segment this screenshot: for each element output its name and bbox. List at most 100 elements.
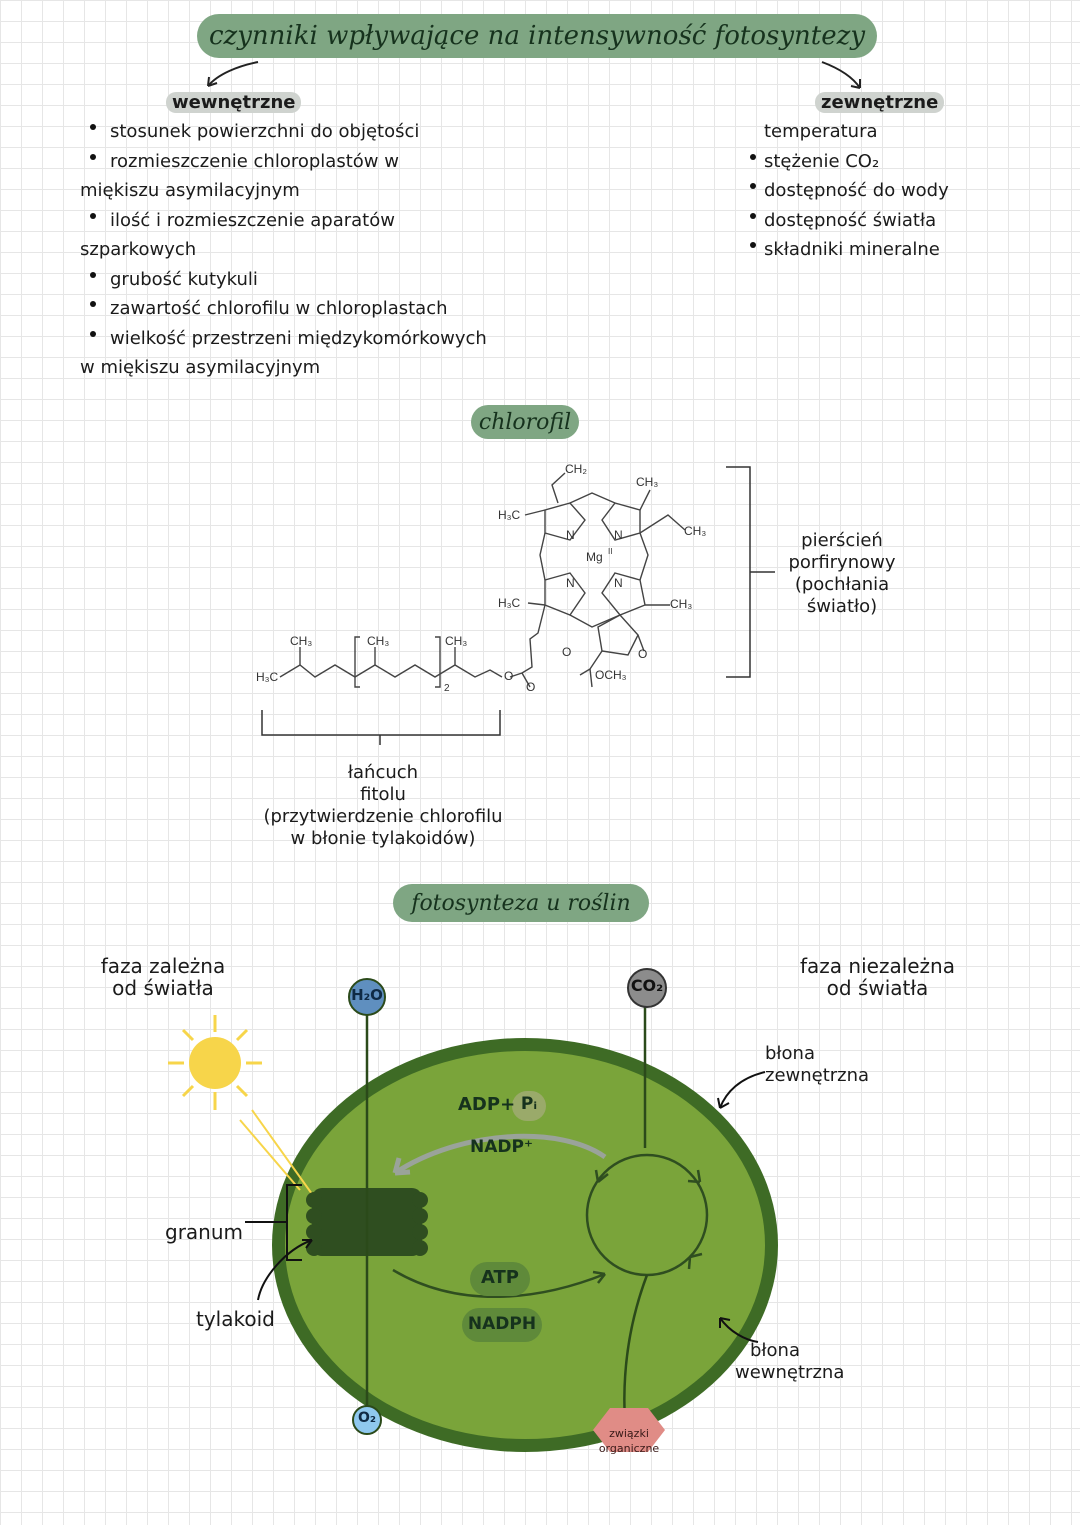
internal-item: w miękiszu asymilacyjnym	[80, 357, 321, 378]
formula-och3: OCH₃	[595, 668, 627, 682]
phytol-chain	[279, 664, 503, 678]
atp-bubble	[470, 1262, 530, 1296]
organic-compounds-shape	[593, 1408, 665, 1452]
internal-item: stosunek powierzchni do objętości	[80, 117, 487, 147]
photosynthesis-title-text: fotosynteza u roślin	[411, 890, 631, 916]
outer-membrane-label: błona zewnętrzna	[765, 1043, 869, 1087]
external-item: składniki mineralne	[740, 235, 949, 265]
pyrrole-ring-d	[544, 572, 586, 616]
formula-h3c: H₃C	[498, 508, 521, 522]
pi-bubble	[512, 1091, 546, 1121]
organic-line: związki	[609, 1427, 649, 1440]
internal-factors-list: stosunek powierzchni do objętości rozmie…	[80, 117, 487, 383]
formula-n: N	[614, 576, 623, 590]
arrow-to-internal	[207, 61, 259, 87]
arrow-to-external	[821, 61, 861, 89]
chlorophyll-title: chlorofil	[471, 405, 579, 439]
external-item: dostępność do wody	[740, 176, 949, 206]
atp-label: ATP	[480, 1267, 519, 1288]
formula-h3c: H₃C	[498, 596, 521, 610]
formula-h3c: H₃C	[256, 670, 279, 684]
cyclopentanone	[597, 614, 639, 656]
ring-label-line: (pochłania światło)	[794, 574, 890, 617]
organic-compounds-label: związki organiczne	[593, 1426, 665, 1456]
formula-ch3: CH₃	[684, 524, 706, 538]
chain-label-line: (przytwierdzenie chlorofilu	[263, 806, 503, 827]
title-arrows	[207, 61, 861, 89]
phytol-bracket	[261, 710, 501, 745]
formula-o: O	[638, 647, 647, 661]
external-factors-list: temperatura stężenie CO₂ dostępność do w…	[740, 117, 949, 265]
formula-ch3: CH₃	[367, 634, 389, 648]
formula-ch3: CH₃	[290, 634, 312, 648]
internal-item: wielkość przestrzeni międzykomórkowych	[80, 324, 487, 354]
internal-item: rozmieszczenie chloroplastów w	[80, 147, 487, 177]
formula-mg-charge: II	[608, 547, 612, 556]
chain-label-line: w błonie tylakoidów)	[290, 828, 476, 849]
light-phase-label: faza zależna od światła	[88, 955, 238, 999]
adp-label: ADP+	[458, 1094, 516, 1115]
macrocycle	[539, 492, 649, 628]
chlorophyll-structure: CH₂ CH₃ CH₃ CH₃ H₃C H₃C N N N N Mg II O …	[256, 462, 775, 745]
nadp-label: NADP⁺	[470, 1137, 533, 1157]
internal-item: grubość kutykuli	[80, 265, 487, 295]
light-phase-line: od światła	[112, 976, 214, 1000]
inner-membrane-line: wewnętrzna	[735, 1362, 845, 1383]
co2-bubble	[627, 968, 667, 1008]
internal-heading: wewnętrzne	[166, 92, 302, 113]
chain-label-line: łańcuch	[347, 762, 419, 783]
formula-n: N	[566, 528, 575, 542]
internal-heading-text: wewnętrzne	[166, 92, 302, 113]
formula-sub2: 2	[444, 683, 450, 694]
chain-label-line: fitolu	[360, 784, 406, 805]
formula-o: O	[562, 645, 571, 659]
granum-label: granum	[165, 1220, 244, 1244]
light-phase-line: faza zależna	[100, 954, 226, 978]
inner-membrane-label: błona wewnętrzna	[735, 1340, 844, 1384]
external-item: dostępność światła	[740, 206, 949, 236]
formula-n: N	[614, 528, 623, 542]
external-item: temperatura	[764, 121, 878, 142]
formula-mg: Mg	[586, 550, 603, 564]
sun-icon	[168, 1015, 262, 1110]
inner-membrane-line: błona	[750, 1340, 800, 1361]
h2o-bubble	[348, 978, 386, 1016]
formula-o: O	[526, 680, 535, 694]
chlorophyll-title-text: chlorofil	[478, 409, 572, 435]
co2-label: CO₂	[630, 976, 664, 995]
organic-line: organiczne	[598, 1442, 660, 1455]
ring-label-line: porfirynowy	[788, 552, 896, 573]
o2-bubble	[352, 1405, 382, 1435]
formula-ch3: CH₃	[445, 634, 467, 648]
formula-n: N	[566, 576, 575, 590]
dark-phase-label: faza niezależna od światła	[795, 955, 960, 999]
pyrrole-ring-b	[601, 502, 641, 541]
photosynthesis-title: fotosynteza u roślin	[393, 884, 649, 922]
external-heading-text: zewnętrzne	[815, 92, 945, 113]
internal-item: zawartość chlorofilu w chloroplastach	[80, 294, 487, 324]
outer-membrane-line: błona	[765, 1043, 815, 1064]
ring-label: pierścień porfirynowy (pochłania światło…	[757, 530, 927, 618]
ring-bracket	[726, 466, 775, 678]
formula-ch3: CH₃	[636, 475, 658, 489]
h2o-label: H₂O	[351, 986, 383, 1004]
page-title: czynniki wpływające na intensywność foto…	[197, 14, 877, 58]
nadph-bubble	[462, 1308, 542, 1342]
external-heading: zewnętrzne	[815, 92, 945, 113]
o2-label: O₂	[357, 1410, 377, 1426]
chloroplast-diagram	[168, 968, 778, 1452]
formula-ch3: CH₃	[670, 597, 692, 611]
pi-label: Pᵢ	[520, 1094, 538, 1114]
outer-membrane-line: zewnętrzna	[765, 1065, 870, 1086]
internal-item: miękiszu asymilacyjnym	[80, 180, 300, 201]
internal-item: ilość i rozmieszczenie aparatów	[80, 206, 487, 236]
thylakoid-label: tylakoid	[196, 1307, 275, 1331]
dark-phase-line: faza niezależna	[800, 954, 955, 978]
dark-phase-line: od światła	[826, 976, 929, 1000]
internal-item: szparkowych	[80, 239, 197, 260]
pyrrole-ring-c	[601, 572, 646, 616]
nadph-label: NADPH	[467, 1314, 537, 1334]
chain-label: łańcuch fitolu (przytwierdzenie chlorofi…	[248, 762, 518, 850]
page-title-text: czynniki wpływające na intensywność foto…	[208, 21, 866, 51]
formula-o: O	[504, 669, 513, 683]
